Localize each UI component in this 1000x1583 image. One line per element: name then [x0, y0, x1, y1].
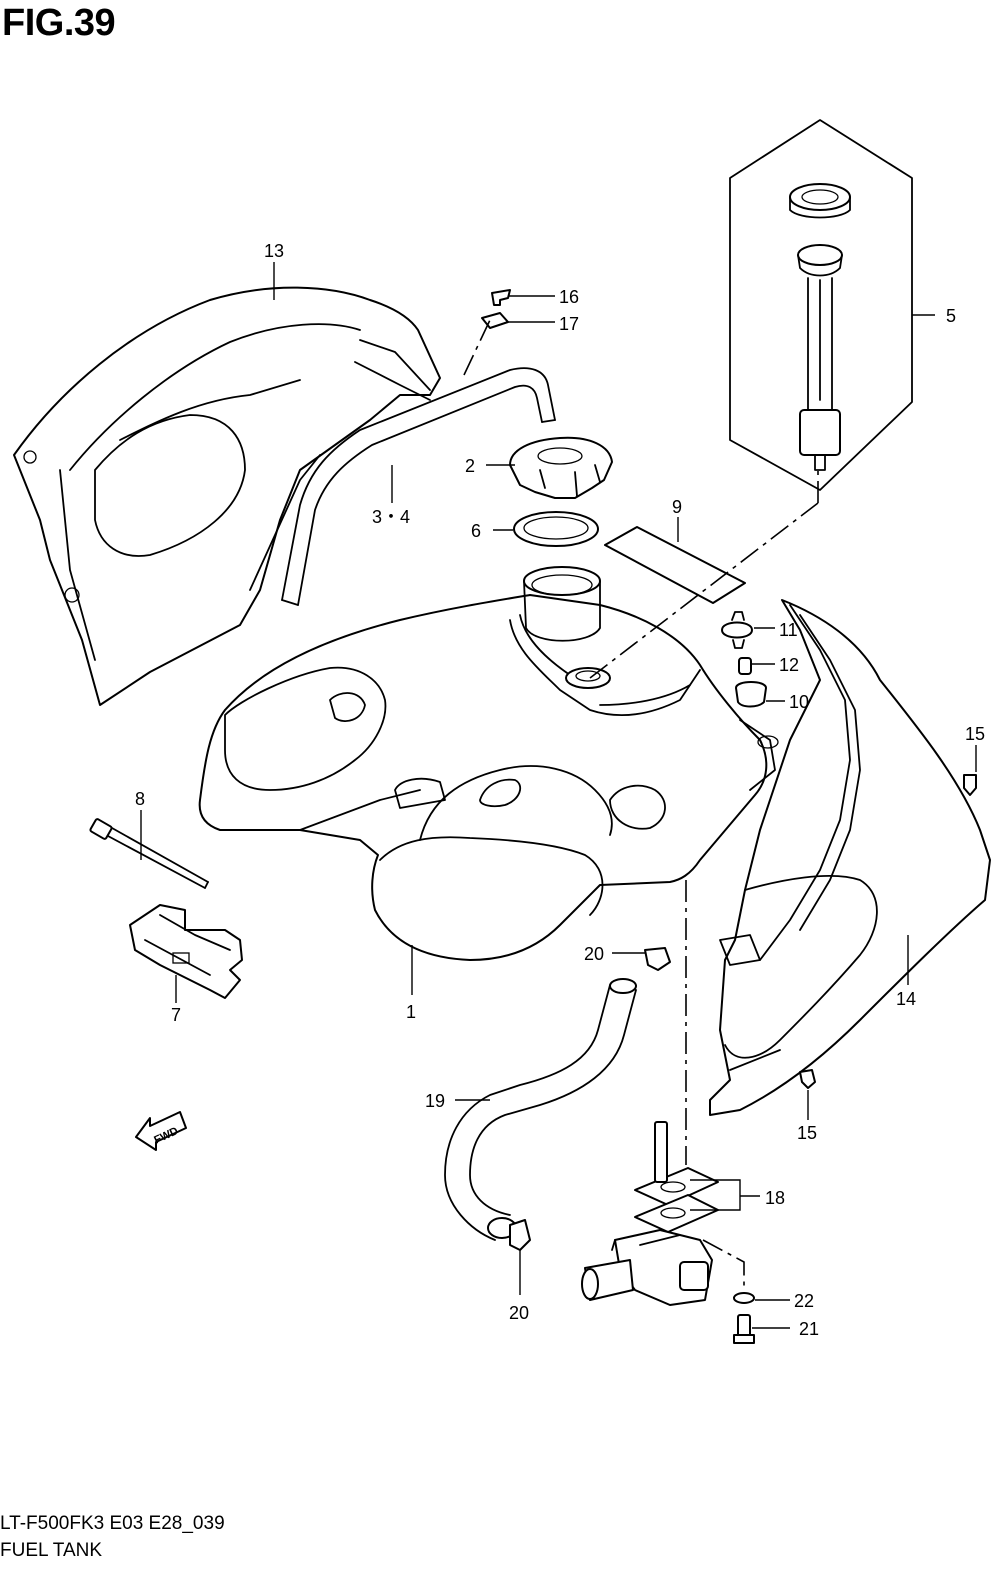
- part-17-washer: [481, 312, 509, 329]
- part-13-left-side-cover: [13, 286, 441, 706]
- callout-14: 14: [896, 989, 916, 1009]
- part-6-gasket: [513, 511, 599, 547]
- callout-2: 2: [465, 456, 475, 476]
- callout-11: 11: [779, 620, 798, 640]
- part-20-clamp-upper: [644, 947, 671, 971]
- callout-5: 5: [946, 306, 956, 326]
- callout-13: 13: [264, 241, 284, 261]
- part-18-o-rings: [634, 1167, 719, 1233]
- part-21-bolt: [733, 1314, 755, 1344]
- fwd-direction-arrow: FWD: [135, 1111, 187, 1151]
- callout-17: 17: [559, 314, 579, 334]
- callout-18: 18: [765, 1188, 785, 1208]
- part-22-washer: [733, 1292, 755, 1304]
- part-7-bracket: [129, 904, 243, 999]
- part-14-right-side-cover: [709, 599, 991, 1116]
- callout-6: 6: [471, 521, 481, 541]
- callout-19: 19: [425, 1091, 445, 1111]
- part-9-label: [604, 526, 746, 604]
- part-11-bolt: [721, 611, 753, 649]
- part-15-clip-upper: [963, 774, 977, 796]
- model-code: LT-F500FK3 E03 E28_039: [0, 1513, 225, 1534]
- part-2-fuel-cap: [509, 436, 613, 499]
- callout-1: 1: [406, 1002, 416, 1022]
- part-8-cable-tie: [89, 818, 209, 889]
- callout-8: 8: [135, 789, 145, 809]
- callout-15-upper: 15: [965, 724, 985, 744]
- callout-10: 10: [789, 692, 809, 712]
- part-19-fuel-hose: [444, 978, 637, 1241]
- callout-12: 12: [779, 655, 799, 675]
- callout-7: 7: [171, 1005, 181, 1025]
- callout-20-upper: 20: [584, 944, 604, 964]
- part-16-clamp: [491, 289, 511, 306]
- figure-title: FIG.39: [2, 2, 116, 44]
- part-20-clamp-lower: [509, 1219, 531, 1251]
- callout-21: 21: [799, 1319, 819, 1339]
- callout-labels: 13 16 17 5 2 3・4 9 6 11 12 10 15 8 20 14…: [135, 241, 985, 1339]
- part-15-clip-lower: [799, 1069, 816, 1089]
- callout-22: 22: [794, 1291, 814, 1311]
- part-10-cushion: [735, 681, 767, 708]
- center-lines: [463, 319, 819, 1290]
- part-1-fuel-tank: [198, 566, 779, 961]
- part-12-collar: [738, 657, 752, 675]
- leader-lines: [140, 262, 977, 1329]
- part-3-4-breather-hose: [281, 367, 556, 606]
- callout-20-lower: 20: [509, 1303, 529, 1323]
- callout-3-4: 3・4: [372, 507, 410, 527]
- part-5-fuel-pump-box: [729, 119, 913, 491]
- callout-15-lower: 15: [797, 1123, 817, 1143]
- section-name: FUEL TANK: [0, 1540, 103, 1561]
- callout-9: 9: [672, 497, 682, 517]
- callout-16: 16: [559, 287, 579, 307]
- fuel-cock-valve: [581, 1121, 713, 1306]
